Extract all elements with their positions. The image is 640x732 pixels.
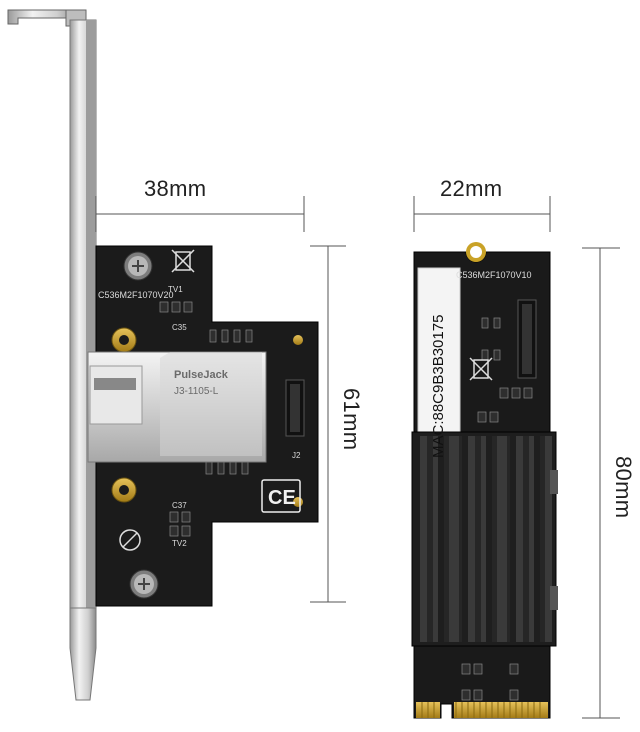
- m2-model-text: C536M2F1070V10: [456, 270, 532, 280]
- rj45-jack: [87, 351, 267, 463]
- m2-weee-icon: [469, 357, 493, 381]
- m2-gold-fingers: [416, 702, 548, 718]
- m2-card: [411, 242, 558, 719]
- m2-height-dimension-label: 80mm: [611, 456, 636, 519]
- tv2-text: TV2: [172, 539, 187, 548]
- weee-bin-icon: [171, 249, 195, 273]
- esd-warning-icon: [119, 529, 141, 551]
- pcie-model-text: C536M2F1070V20: [98, 290, 174, 300]
- height-dimension-label: 61mm: [339, 388, 364, 451]
- dimension-lines: [95, 196, 620, 719]
- jack-part-text: J3-1105-L: [174, 386, 219, 397]
- pcie-adapter-board: [87, 245, 319, 607]
- heatsink: [411, 431, 558, 647]
- c37-text: C37: [172, 501, 187, 510]
- c35-text: C35: [172, 323, 187, 332]
- j2-text: J2: [292, 451, 301, 460]
- screw-bottom-icon: [129, 569, 159, 599]
- m2-width-dimension-label: 22mm: [440, 176, 503, 201]
- ce-mark: CE: [268, 487, 296, 509]
- pcie-bracket: [7, 9, 97, 701]
- tv1-text: TV1: [168, 285, 183, 294]
- mac-address-label: MAC:88C9B3B30175: [430, 314, 447, 458]
- jack-brand-text: PulseJack: [174, 369, 229, 381]
- width-dimension-label: 38mm: [144, 176, 207, 201]
- screw-top-icon: [123, 251, 153, 281]
